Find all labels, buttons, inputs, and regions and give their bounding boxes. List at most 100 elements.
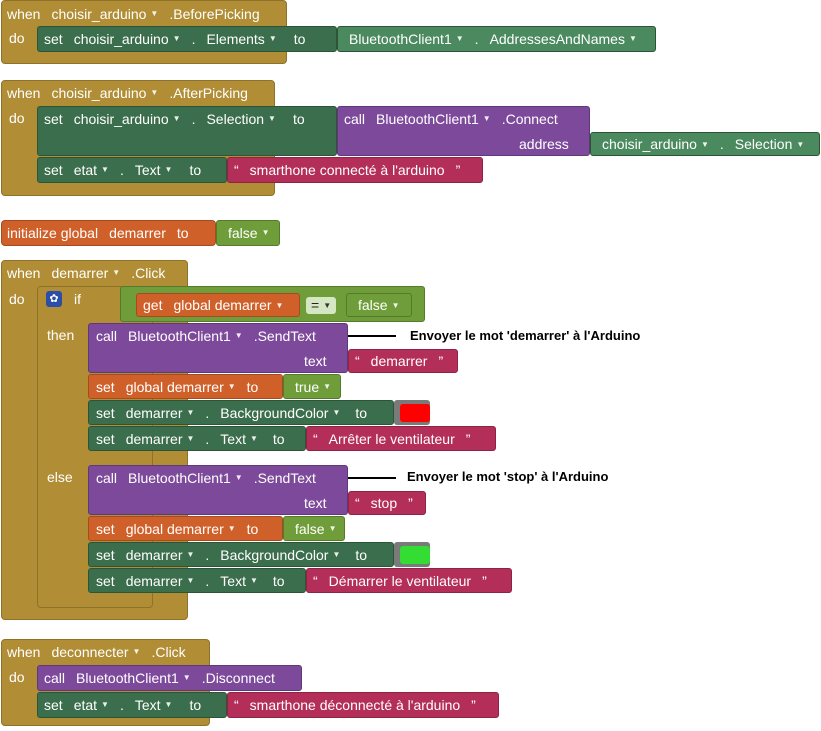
component-dropdown[interactable]: demarrer▼: [125, 430, 195, 447]
component-dropdown[interactable]: demarrer▼: [125, 572, 195, 589]
call-row: call BluetoothClient1▼ .SendText: [90, 323, 316, 348]
chevron-down-icon: ▼: [332, 408, 341, 417]
component-dropdown[interactable]: choisir_arduino▼: [73, 30, 181, 47]
chevron-down-icon: ▼: [164, 165, 173, 174]
set-variable-block[interactable]: [88, 374, 283, 399]
component-dropdown[interactable]: BluetoothClient1▼: [128, 469, 243, 486]
component-dropdown[interactable]: BluetoothClient1▼: [376, 110, 491, 127]
property-dropdown[interactable]: Text▼: [134, 161, 173, 178]
chevron-down-icon: ▼: [268, 114, 276, 123]
property-dropdown[interactable]: Text▼: [134, 696, 173, 713]
annotation-line: [348, 335, 396, 337]
component-dropdown[interactable]: etat▼: [73, 696, 109, 713]
text-row: “ Arrêter le ventilateur ”: [313, 430, 471, 447]
property-dropdown[interactable]: BackgroundColor▼: [220, 404, 341, 421]
method-name: .SendText: [253, 469, 316, 486]
property-dropdown[interactable]: Selection▼: [206, 110, 276, 127]
component-dropdown[interactable]: choisir_arduino▼: [51, 84, 159, 101]
set-keyword: set: [44, 110, 63, 127]
get-variable-block[interactable]: [136, 293, 300, 317]
gear-icon[interactable]: ✿: [46, 290, 62, 307]
text-block[interactable]: [348, 491, 426, 515]
text-block[interactable]: [306, 426, 496, 451]
do-label: do: [9, 30, 25, 46]
property-dropdown[interactable]: Text▼: [220, 572, 258, 589]
boolean-dropdown[interactable]: false▼: [295, 520, 337, 537]
set-variable-block[interactable]: [88, 516, 283, 541]
component-dropdown[interactable]: deconnecter▼: [51, 643, 141, 660]
boolean-dropdown[interactable]: false▼: [228, 224, 270, 241]
variable-dropdown[interactable]: global demarrer▼: [173, 297, 284, 313]
boolean-block[interactable]: [216, 220, 280, 246]
text-value[interactable]: Arrêter le ventilateur: [328, 430, 455, 447]
chevron-down-icon: ▼: [101, 700, 109, 709]
text-value[interactable]: smarthone déconnecté à l'arduino: [249, 696, 461, 713]
chevron-down-icon: ▼: [268, 34, 277, 43]
component-dropdown[interactable]: demarrer▼: [125, 546, 195, 563]
annotation-note: Envoyer le mot 'demarrer' à l'Arduino: [410, 328, 641, 343]
variable-dropdown[interactable]: global demarrer▼: [125, 520, 236, 537]
boolean-block[interactable]: [283, 516, 345, 541]
text-block[interactable]: [306, 568, 512, 593]
operator-dropdown[interactable]: =▼: [306, 296, 337, 314]
setter-block[interactable]: [37, 157, 227, 183]
component-dropdown[interactable]: BluetoothClient1▼: [76, 669, 191, 686]
color-swatch-green[interactable]: [400, 546, 430, 564]
component-dropdown[interactable]: choisir_arduino▼: [51, 5, 159, 22]
variable-dropdown[interactable]: global demarrer▼: [125, 378, 236, 395]
text-value[interactable]: Démarrer le ventilateur: [328, 572, 472, 589]
component-dropdown[interactable]: choisir_arduino▼: [73, 110, 181, 127]
property-dropdown[interactable]: BackgroundColor▼: [220, 546, 341, 563]
setter-block[interactable]: [37, 692, 227, 718]
component-dropdown[interactable]: choisir_arduino▼: [602, 136, 709, 152]
setter-block[interactable]: [88, 426, 306, 451]
setter-block[interactable]: [88, 400, 394, 425]
boolean-block[interactable]: [346, 293, 412, 317]
call-row: call BluetoothClient1▼ .Connect: [338, 106, 558, 131]
setter-block[interactable]: [37, 106, 337, 156]
component-dropdown[interactable]: BluetoothClient1▼: [128, 327, 243, 344]
call-keyword: call: [96, 327, 118, 344]
set-var-row: set global demarrer▼ to: [90, 516, 258, 541]
setter-block[interactable]: [37, 26, 337, 52]
getter-row: choisir_arduino▼ . Selection▼: [591, 132, 809, 156]
component-dropdown[interactable]: demarrer▼: [125, 404, 195, 421]
call-keyword: call: [96, 469, 118, 486]
text-value[interactable]: stop: [370, 495, 398, 511]
boolean-dropdown[interactable]: false▼: [358, 297, 400, 313]
component-dropdown[interactable]: demarrer▼: [51, 264, 121, 281]
component-dropdown[interactable]: etat▼: [73, 161, 109, 178]
event-name: .BeforePicking: [169, 5, 260, 22]
property-dropdown[interactable]: Selection▼: [734, 136, 805, 152]
property-dropdown[interactable]: Text▼: [220, 430, 258, 447]
getter-block[interactable]: [590, 132, 820, 156]
text-value[interactable]: smarthone connecté à l'arduino: [249, 161, 445, 178]
property-dropdown[interactable]: Elements▼: [206, 30, 277, 47]
call-block-sendtext[interactable]: [88, 323, 348, 373]
setter-row: set demarrer▼ . BackgroundColor▼ to: [96, 546, 368, 563]
text-block[interactable]: [227, 157, 483, 183]
setter-block[interactable]: [88, 568, 306, 593]
component-dropdown[interactable]: BluetoothClient1▼: [349, 30, 464, 47]
setter-block[interactable]: [88, 542, 394, 567]
call-block-sendtext[interactable]: [88, 465, 348, 515]
quote-close: ”: [455, 161, 461, 178]
getter-block[interactable]: [337, 26, 656, 52]
text-block[interactable]: [348, 349, 458, 373]
text-block[interactable]: [227, 692, 499, 718]
call-block-connect[interactable]: [337, 106, 590, 156]
boolean-block[interactable]: [283, 374, 341, 399]
color-swatch-red[interactable]: [400, 404, 430, 422]
chevron-down-icon: ▼: [182, 673, 191, 682]
chevron-down-icon: ▼: [164, 700, 173, 709]
boolean-dropdown[interactable]: true▼: [295, 378, 332, 395]
text-row: “ smarthone déconnecté à l'arduino ”: [234, 696, 476, 713]
chevron-down-icon: ▼: [628, 34, 637, 43]
variable-name[interactable]: demarrer: [109, 224, 166, 241]
text-value[interactable]: demarrer: [370, 353, 428, 369]
to-keyword: to: [189, 161, 202, 178]
call-block-disconnect[interactable]: [37, 665, 302, 691]
property-dropdown[interactable]: AddressesAndNames▼: [489, 30, 637, 47]
annotation-line: [348, 477, 396, 479]
global-variable-block[interactable]: [1, 220, 216, 246]
